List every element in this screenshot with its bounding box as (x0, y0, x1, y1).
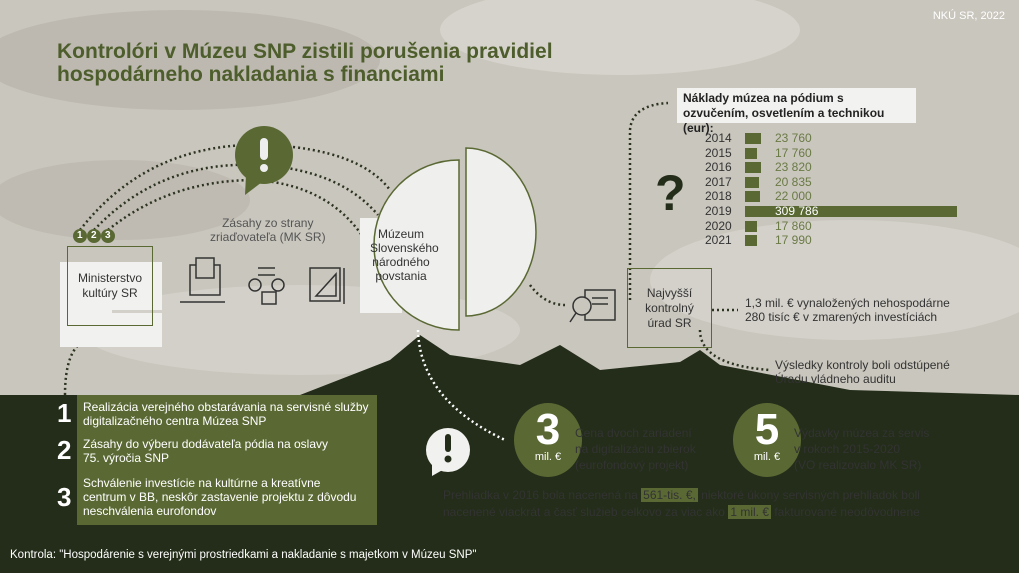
stat-value: 5 (754, 405, 780, 454)
badge-1: 1 (77, 230, 83, 241)
year-label: 2019 (705, 204, 732, 218)
question-mark-icon: ? (655, 165, 686, 221)
source-label: NKÚ SR, 2022 (932, 10, 1005, 22)
value-label: 17 860 (775, 218, 812, 233)
magnifier-document-icon (569, 289, 616, 323)
badge-3: 3 (105, 230, 111, 241)
number-badges (73, 229, 115, 243)
bar (745, 147, 758, 159)
title-line: Kontrolóri v Múzeu SNP zistili porušenia… (57, 40, 553, 63)
bar (745, 162, 762, 174)
stat-unit: mil. € (534, 451, 562, 463)
year-label: 2021 (705, 233, 732, 248)
museum-line: Slovenského (370, 241, 439, 255)
intervention-line: Zásahy zo strany (222, 216, 314, 230)
value-label: 17 990 (775, 233, 812, 248)
value-label: 23 820 (775, 160, 812, 175)
list-number: 3 (57, 482, 72, 512)
ministry-label: Ministerstvo (77, 271, 142, 285)
value-label: 23 760 (775, 131, 812, 145)
bar (745, 133, 762, 144)
warning-bubble-icon (426, 428, 470, 476)
bar (745, 235, 758, 247)
bar (745, 191, 761, 203)
museum-line: Múzeum (377, 227, 424, 241)
chart-row: 2018 22 000 (705, 189, 965, 203)
year-label: 2015 (705, 145, 732, 160)
bar (745, 220, 758, 232)
audit-line: Výsledky kontroly boli odstúpené (775, 358, 950, 372)
stat-value: 3 (535, 405, 561, 454)
title-line: hospodárneho nakladania s financiami (57, 63, 445, 86)
ministry-label: kultúry SR (82, 286, 138, 300)
list-item: Schválenie investície na kultúrne a krea… (83, 476, 357, 518)
badge-2: 2 (91, 230, 97, 241)
stat-unit: mil. € (753, 451, 781, 463)
highlight: 1 mil. € (728, 505, 772, 519)
findings-list: Realizácia verejného obstarávania na ser… (77, 395, 377, 525)
value-label: 22 000 (775, 189, 812, 204)
delivery-icons (180, 257, 345, 305)
nku-line: Najvyšší (646, 285, 693, 300)
nku-line: kontrolný (645, 300, 694, 315)
page-title: Kontrolóri v Múzeu SNP zistili porušenia… (57, 40, 553, 86)
bar (745, 206, 957, 217)
list-item: Zásahy do výberu dodávateľa pódia na osl… (83, 437, 328, 465)
year-label: 2018 (705, 189, 732, 204)
chart-title: Náklady múzea na pódium s ozvučením, osv… (677, 88, 916, 135)
highlight: 561-tis. €, (641, 488, 698, 502)
list-number: 1 (57, 398, 72, 428)
warning-bubble-icon (235, 126, 293, 195)
list-item: Realizácia verejného obstarávania na ser… (83, 400, 369, 428)
chart-row: 2020 17 860 (705, 219, 965, 233)
audit-line: Úradu vládneho auditu (775, 372, 896, 386)
year-label: 2014 (705, 131, 732, 145)
note-text: Prehliadka v 2016 bola nacenená na 561-t… (443, 488, 920, 519)
list-number: 2 (57, 435, 72, 465)
museum-line: národného (372, 255, 430, 269)
value-label: 20 835 (775, 174, 812, 189)
chart-row: 2014 23 760 (705, 131, 965, 145)
year-label: 2016 (705, 160, 732, 175)
chart-row: 2017 20 835 (705, 175, 965, 189)
result-line: 1,3 mil. € vynaložených nehospodárne (745, 296, 950, 310)
chart-row: 2016 23 820 (705, 160, 965, 174)
footer-text: Kontrola: "Hospodárenie s verejnými pros… (10, 549, 477, 561)
chart-row: 2015 17 760 (705, 146, 965, 160)
chart-row: 2021 17 990 (705, 233, 965, 247)
museum-line: povstania (375, 269, 427, 283)
year-label: 2020 (705, 218, 732, 233)
intervention-line: zriaďovateľa (MK SR) (210, 230, 326, 244)
result-line: 280 tisíc € v zmarených investíciách (745, 310, 938, 324)
value-label: 17 760 (775, 145, 812, 160)
value-label: 309 786 (775, 204, 819, 218)
chart-row: 2019 309 786 (705, 204, 965, 218)
bar (745, 176, 760, 188)
nku-line: úrad SR (647, 315, 692, 330)
year-label: 2017 (705, 174, 732, 189)
